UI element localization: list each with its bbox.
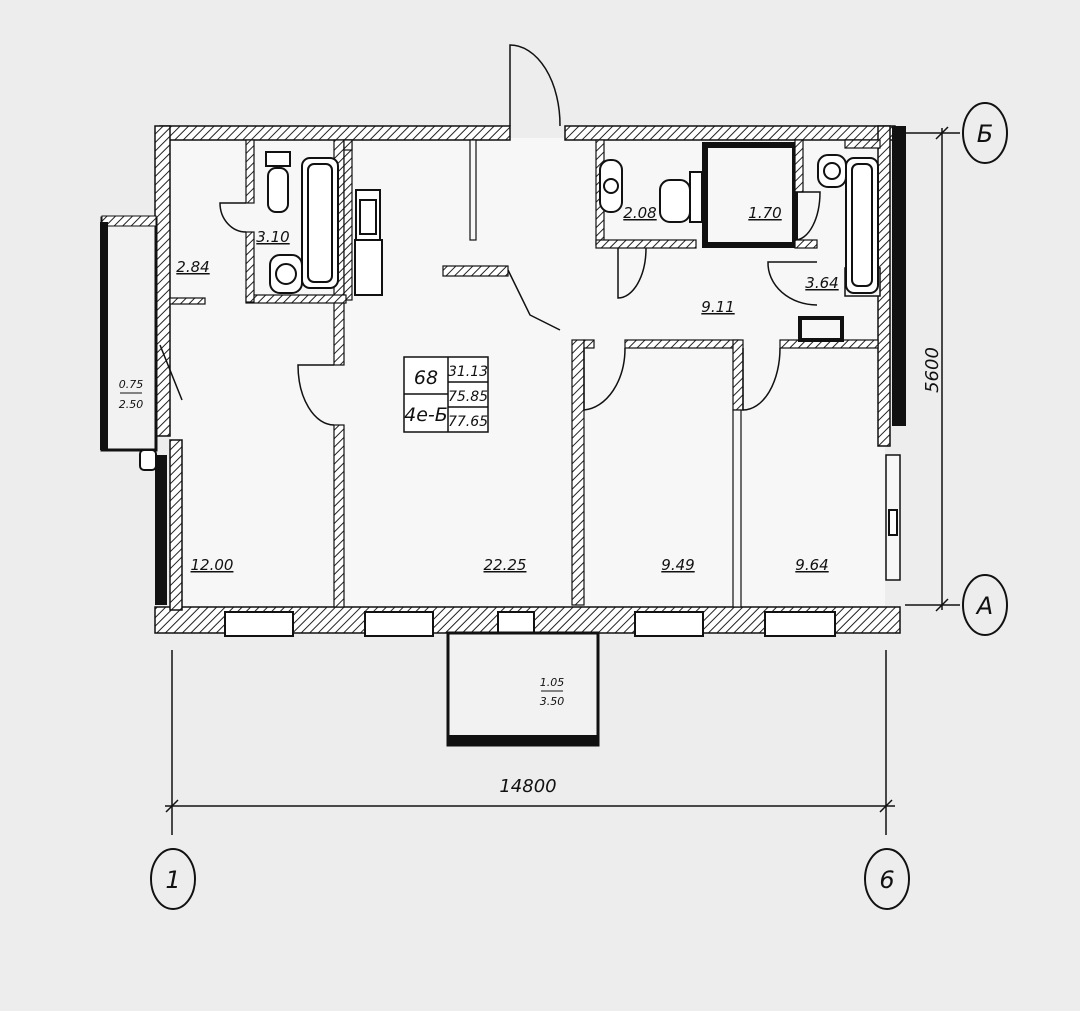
loggia-south-top: 1.05	[540, 676, 565, 689]
dimension-lines	[165, 126, 960, 835]
room-area-room-mid: 9.49	[661, 556, 694, 574]
total-area: 75.85	[448, 389, 488, 405]
room-area-storage: 1.70	[748, 204, 781, 222]
axis-left-label: 1	[165, 866, 180, 894]
living-area: 31.13	[448, 364, 488, 380]
room-area-bath-right: 3.64	[805, 274, 838, 292]
loggia-south-bottom: 3.50	[540, 695, 565, 708]
apartment-number: 68	[414, 367, 438, 389]
apartment-type: 4е-Б	[404, 404, 448, 426]
total-area-with-loggias: 77.65	[448, 414, 488, 430]
loggia-west	[100, 215, 158, 452]
room-area-hall: 9.11	[701, 298, 734, 316]
depth-dimension: 5600	[922, 347, 943, 393]
room-area-living: 22.25	[484, 556, 527, 574]
axis-markers	[150, 102, 1008, 910]
room-area-corridor: 2.84	[176, 258, 209, 276]
axis-bottom-label: А	[975, 592, 993, 620]
room-area-room-right: 9.64	[795, 556, 828, 574]
width-dimension: 14800	[499, 776, 556, 797]
loggia-west-top: 0.75	[119, 378, 144, 391]
axis-top-label: Б	[977, 120, 993, 148]
loggia-west-bottom: 2.50	[119, 398, 144, 411]
fixtures	[139, 151, 898, 536]
windows	[224, 611, 836, 637]
door-swings	[159, 44, 821, 426]
loggia-south	[446, 631, 600, 747]
axis-right-label: 6	[879, 866, 894, 894]
room-area-room-left: 12.00	[191, 556, 234, 574]
room-area-wc: 2.08	[623, 204, 656, 222]
room-area-bath-left: 3.10	[256, 228, 289, 246]
apartment-info-box	[403, 356, 489, 433]
